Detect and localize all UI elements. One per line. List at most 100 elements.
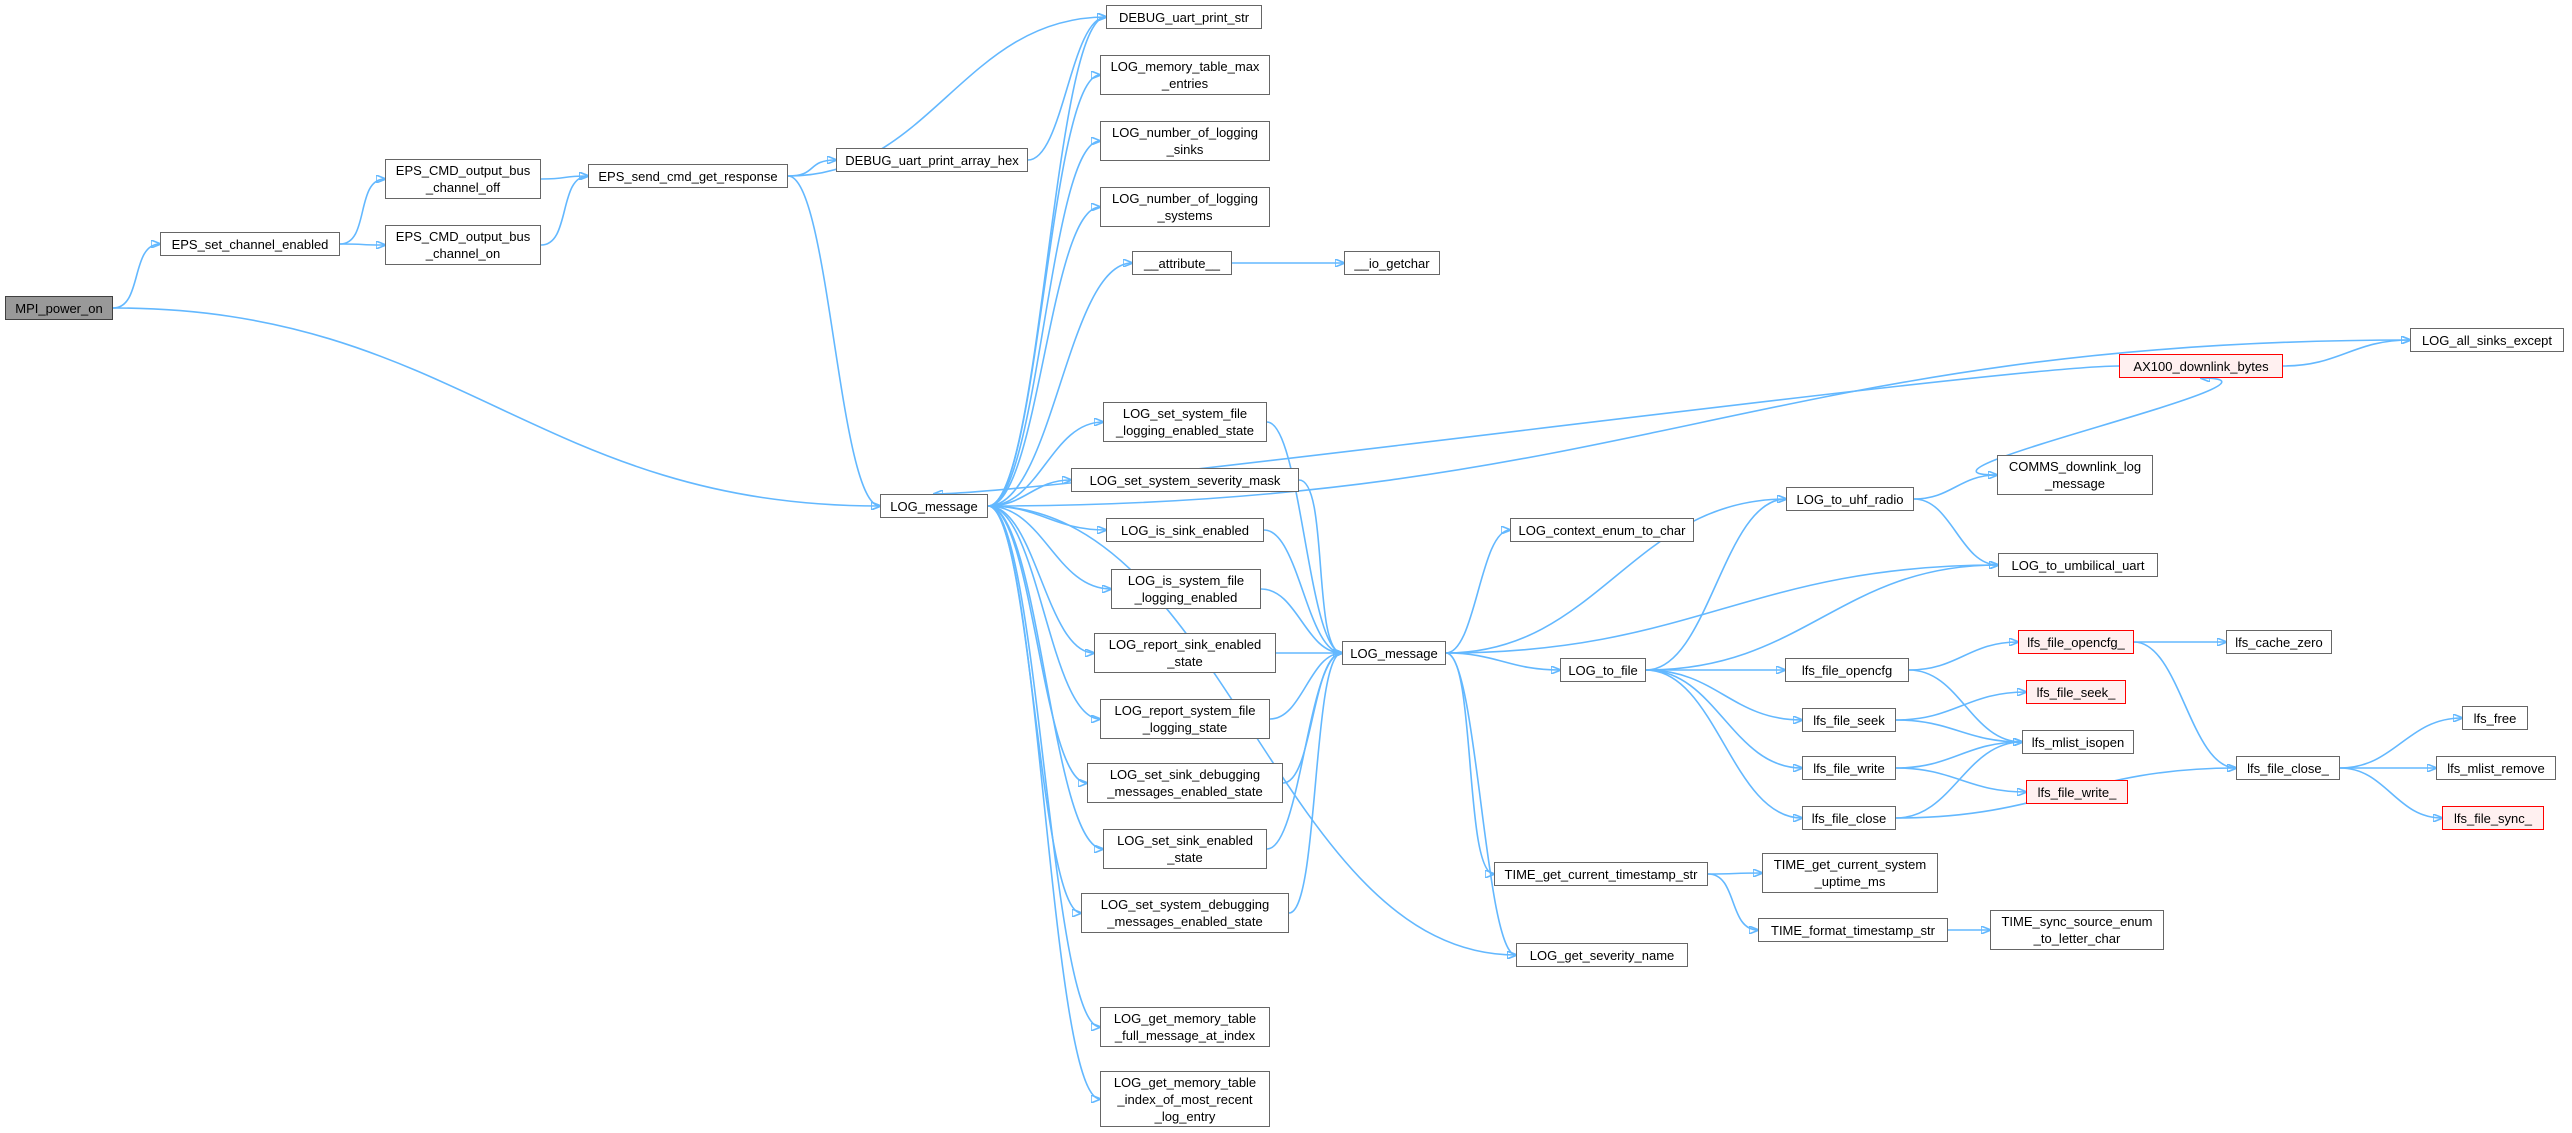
- node-log-is-sink-enabled[interactable]: LOG_is_sink_enabled: [1106, 518, 1264, 542]
- edge-lfs-file-opencfg--to-lfs-file-close-: [2133, 641, 2236, 768]
- node-log-memory-table-max-entries[interactable]: LOG_memory_table_max _entries: [1100, 55, 1270, 95]
- edge-ax100-downlink-bytes-to-log-message-a: [934, 365, 2120, 494]
- edge-log-message-a-to-log-set-sink-debugging-messages-enabled-state: [987, 505, 1087, 783]
- node-ax100-downlink-bytes[interactable]: AX100_downlink_bytes: [2119, 354, 2283, 378]
- edge-log-message-a-to-log-memory-table-max-entries: [987, 75, 1100, 507]
- edge-log-set-system-debugging-messages-enabled-state-to-log-message-b: [1288, 653, 1342, 914]
- edge-lfs-file-opencfg-to-lfs-file-opencfg-: [1908, 642, 2018, 671]
- node-log-all-sinks-except[interactable]: LOG_all_sinks_except: [2410, 328, 2564, 352]
- edge-eps-send-cmd-get-response-to-log-message-a: [787, 175, 880, 506]
- edge-log-message-a-to-log-set-system-severity-mask: [987, 480, 1071, 507]
- edge-mpi-power-on-to-log-message-a: [112, 307, 880, 506]
- edge-log-message-b-to-log-context-enum-to-char: [1445, 530, 1510, 654]
- edge-log-to-file-to-lfs-file-write: [1645, 669, 1802, 768]
- edge-lfs-file-write-to-lfs-mlist-isopen: [1895, 742, 2022, 769]
- edge-time-get-current-timestamp-str-to-time-format-timestamp-str: [1707, 873, 1758, 930]
- node-lfs-file-close-[interactable]: lfs_file_close_: [2236, 756, 2340, 780]
- edge-log-message-b-to-time-get-current-timestamp-str: [1445, 652, 1494, 874]
- edge-lfs-file-seek-to-lfs-mlist-isopen: [1895, 719, 2022, 742]
- node-debug-uart-print-array-hex[interactable]: DEBUG_uart_print_array_hex: [836, 148, 1028, 172]
- node-lfs-file-write[interactable]: lfs_file_write: [1802, 756, 1896, 780]
- node-log-to-umbilical-uart[interactable]: LOG_to_umbilical_uart: [1998, 553, 2158, 577]
- edge-log-message-a-to-log-report-sink-enabled-state: [987, 505, 1094, 653]
- node-eps-send-cmd-get-response[interactable]: EPS_send_cmd_get_response: [588, 164, 788, 188]
- edge-lfs-file-opencfg-to-lfs-mlist-isopen: [1908, 669, 2022, 742]
- edge-log-set-system-file-logging-enabled-state-to-log-message-b: [1266, 421, 1342, 653]
- edge-log-message-a-to-log-get-memory-table-index-of-most-recent-log-entry: [987, 505, 1100, 1099]
- edge-comms-downlink-log-message-to-ax100-downlink-bytes: [1975, 378, 2223, 476]
- node-lfs-file-opencfg-[interactable]: lfs_file_opencfg_: [2018, 630, 2134, 654]
- edge-log-message-a-to-debug-uart-print-str: [987, 17, 1106, 507]
- node-log-number-of-logging-systems[interactable]: LOG_number_of_logging _systems: [1100, 187, 1270, 227]
- edge-log-is-sink-enabled-to-log-message-b: [1263, 529, 1342, 653]
- node-io-getchar[interactable]: __io_getchar: [1344, 251, 1440, 275]
- node-time-get-current-system-uptime-ms[interactable]: TIME_get_current_system _uptime_ms: [1762, 853, 1938, 893]
- edge-lfs-file-close-to-lfs-mlist-isopen: [1895, 742, 2022, 819]
- edge-log-message-b-to-log-to-umbilical-uart: [1445, 565, 1998, 654]
- edge-log-to-file-to-lfs-file-seek: [1645, 669, 1802, 720]
- node-log-set-sink-debugging-messages-enabled-state[interactable]: LOG_set_sink_debugging _messages_enabled…: [1087, 763, 1283, 803]
- node-log-set-system-debugging-messages-enabled-state[interactable]: LOG_set_system_debugging _messages_enabl…: [1081, 893, 1289, 933]
- node-lfs-file-sync-[interactable]: lfs_file_sync_: [2442, 806, 2544, 830]
- node-comms-downlink-log-message[interactable]: COMMS_downlink_log _message: [1997, 455, 2153, 495]
- edge-log-message-b-to-log-to-file: [1445, 652, 1560, 670]
- node-mpi-power-on[interactable]: MPI_power_on: [5, 296, 113, 320]
- edge-lfs-file-seek-to-lfs-file-seek-: [1895, 692, 2026, 721]
- node-lfs-cache-zero[interactable]: lfs_cache_zero: [2226, 630, 2332, 654]
- node-log-set-system-file-logging-enabled-state[interactable]: LOG_set_system_file _logging_enabled_sta…: [1103, 402, 1267, 442]
- node-log-report-sink-enabled-state[interactable]: LOG_report_sink_enabled _state: [1094, 633, 1276, 673]
- edge-log-set-system-severity-mask-to-log-message-b: [1298, 479, 1342, 653]
- edge-debug-uart-print-array-hex-to-debug-uart-print-str: [1027, 17, 1106, 161]
- node-log-set-sink-enabled-state[interactable]: LOG_set_sink_enabled _state: [1103, 829, 1267, 869]
- node-log-context-enum-to-char[interactable]: LOG_context_enum_to_char: [1510, 518, 1694, 542]
- node-log-get-severity-name[interactable]: LOG_get_severity_name: [1516, 943, 1688, 967]
- node-lfs-file-seek-[interactable]: lfs_file_seek_: [2026, 680, 2126, 704]
- node-lfs-mlist-remove[interactable]: lfs_mlist_remove: [2436, 756, 2556, 780]
- edge-log-message-a-to-attribute: [987, 263, 1132, 507]
- node-eps-set-channel-enabled[interactable]: EPS_set_channel_enabled: [160, 232, 340, 256]
- edge-log-message-a-to-log-get-memory-table-full-message-at-index: [987, 505, 1100, 1027]
- edge-log-to-file-to-log-to-umbilical-uart: [1645, 565, 1998, 671]
- node-time-get-current-timestamp-str[interactable]: TIME_get_current_timestamp_str: [1494, 862, 1708, 886]
- edge-mpi-power-on-to-eps-set-channel-enabled: [112, 244, 160, 309]
- edge-eps-set-channel-enabled-to-eps-cmd-output-bus-channel-on: [339, 244, 385, 245]
- edge-lfs-file-close--to-lfs-free: [2339, 718, 2462, 769]
- node-lfs-file-close[interactable]: lfs_file_close: [1802, 806, 1896, 830]
- node-log-get-memory-table-full-message-at-index[interactable]: LOG_get_memory_table _full_message_at_in…: [1100, 1007, 1270, 1047]
- node-eps-cmd-output-bus-channel-off[interactable]: EPS_CMD_output_bus _channel_off: [385, 159, 541, 199]
- node-log-message-b[interactable]: LOG_message: [1342, 641, 1446, 665]
- node-log-to-uhf-radio[interactable]: LOG_to_uhf_radio: [1786, 487, 1914, 511]
- node-lfs-free[interactable]: lfs_free: [2462, 706, 2528, 730]
- node-time-sync-source-enum-to-letter-char[interactable]: TIME_sync_source_enum _to_letter_char: [1990, 910, 2164, 950]
- edge-eps-cmd-output-bus-channel-on-to-eps-send-cmd-get-response: [540, 176, 588, 246]
- node-debug-uart-print-str[interactable]: DEBUG_uart_print_str: [1106, 5, 1262, 29]
- node-lfs-file-seek[interactable]: lfs_file_seek: [1802, 708, 1896, 732]
- node-log-to-file[interactable]: LOG_to_file: [1560, 658, 1646, 682]
- node-lfs-file-opencfg[interactable]: lfs_file_opencfg: [1785, 658, 1909, 682]
- node-time-format-timestamp-str[interactable]: TIME_format_timestamp_str: [1758, 918, 1948, 942]
- edge-log-report-system-file-logging-state-to-log-message-b: [1269, 653, 1342, 720]
- node-log-get-memory-table-index-of-most-recent-log-entry[interactable]: LOG_get_memory_table _index_of_most_rece…: [1100, 1071, 1270, 1127]
- node-log-report-system-file-logging-state[interactable]: LOG_report_system_file _logging_state: [1100, 699, 1270, 739]
- edge-log-message-a-to-log-set-system-file-logging-enabled-state: [987, 422, 1103, 507]
- edge-log-message-a-to-log-number-of-logging-systems: [987, 207, 1100, 507]
- edge-eps-set-channel-enabled-to-eps-cmd-output-bus-channel-off: [339, 179, 385, 245]
- edge-log-set-sink-enabled-state-to-log-message-b: [1266, 653, 1342, 850]
- edge-log-message-a-to-log-number-of-logging-sinks: [987, 141, 1100, 507]
- node-eps-cmd-output-bus-channel-on[interactable]: EPS_CMD_output_bus _channel_on: [385, 225, 541, 265]
- edge-log-message-b-to-log-get-severity-name: [1445, 652, 1516, 955]
- node-lfs-file-write-[interactable]: lfs_file_write_: [2026, 780, 2128, 804]
- edge-log-to-uhf-radio-to-log-to-umbilical-uart: [1913, 498, 1998, 565]
- node-log-message-a[interactable]: LOG_message: [880, 494, 988, 518]
- node-log-number-of-logging-sinks[interactable]: LOG_number_of_logging _sinks: [1100, 121, 1270, 161]
- edge-log-to-file-to-lfs-file-close: [1645, 669, 1802, 818]
- node-lfs-mlist-isopen[interactable]: lfs_mlist_isopen: [2022, 730, 2134, 754]
- node-log-set-system-severity-mask[interactable]: LOG_set_system_severity_mask: [1071, 468, 1299, 492]
- edge-log-message-a-to-log-is-system-file-logging-enabled: [987, 505, 1111, 589]
- node-attribute[interactable]: __attribute__: [1132, 251, 1232, 275]
- edge-ax100-downlink-bytes-to-log-all-sinks-except: [2282, 340, 2410, 367]
- edge-log-is-system-file-logging-enabled-to-log-message-b: [1260, 588, 1342, 653]
- node-log-is-system-file-logging-enabled[interactable]: LOG_is_system_file _logging_enabled: [1111, 569, 1261, 609]
- edge-log-message-a-to-log-set-sink-enabled-state: [987, 505, 1103, 849]
